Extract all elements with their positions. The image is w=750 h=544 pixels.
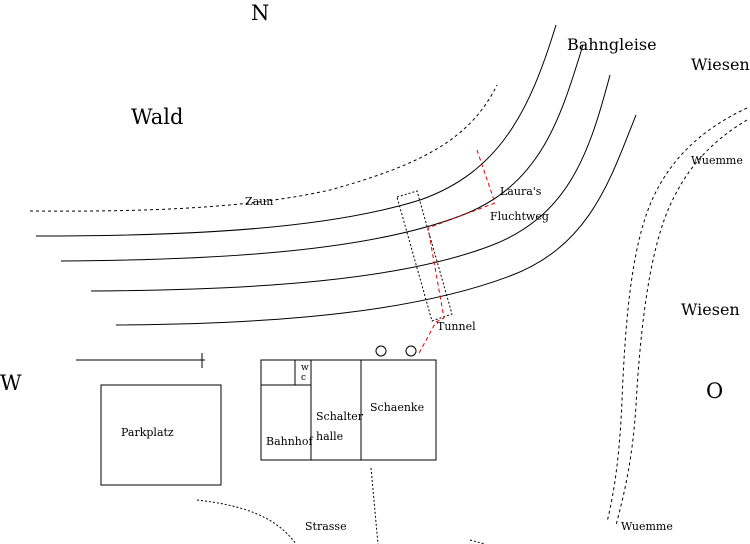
river-bank-right	[615, 119, 748, 526]
tunnel-outline	[396, 190, 453, 322]
west-path	[76, 353, 205, 368]
west-label: W	[0, 371, 22, 395]
marker-circle-1	[375, 345, 387, 357]
parking-lot	[100, 384, 222, 486]
river-wuemme	[606, 107, 748, 526]
station-label: Bahnhof	[266, 435, 314, 448]
river-label-bottom: Wuemme	[621, 520, 673, 533]
track-line-3	[90, 74, 611, 292]
forest-label: Wald	[131, 105, 183, 129]
meadows-top-label: Wiesen	[691, 55, 750, 74]
street-straight	[370, 467, 379, 544]
river-label-top: Wuemme	[691, 154, 743, 167]
fence-label: Zaun	[245, 195, 273, 208]
street-stub	[469, 539, 486, 544]
north-label: N	[251, 1, 269, 25]
escape-route-label-2: Fluchtweg	[490, 210, 549, 223]
street	[196, 467, 486, 544]
marker-circle-2	[405, 345, 417, 357]
station-buildings	[260, 359, 437, 461]
railway-tracks	[35, 24, 637, 326]
fence-line	[29, 84, 498, 212]
street-label: Strasse	[305, 520, 347, 533]
track-line-2	[60, 44, 584, 262]
track-line-1	[35, 24, 557, 237]
ticket-hall-label-2: halle	[316, 430, 343, 443]
escape-route-label-1: Laura's	[500, 185, 542, 198]
east-label: O	[706, 379, 723, 403]
tracks-label: Bahngleise	[567, 35, 657, 54]
tunnel-label: Tunnel	[437, 320, 476, 333]
station-complex	[260, 359, 437, 461]
wc-label-w: w	[301, 363, 309, 373]
street-curve	[196, 499, 297, 544]
meadows-right-label: Wiesen	[681, 300, 740, 319]
tavern-label: Schaenke	[370, 401, 424, 414]
wc-label-c: c	[301, 373, 306, 383]
escape-route-line	[417, 149, 496, 356]
river-bank-left	[606, 107, 748, 523]
ticket-hall-label-1: Schalter	[316, 410, 364, 423]
parking-label: Parkplatz	[121, 426, 174, 439]
track-line-4	[115, 114, 637, 326]
